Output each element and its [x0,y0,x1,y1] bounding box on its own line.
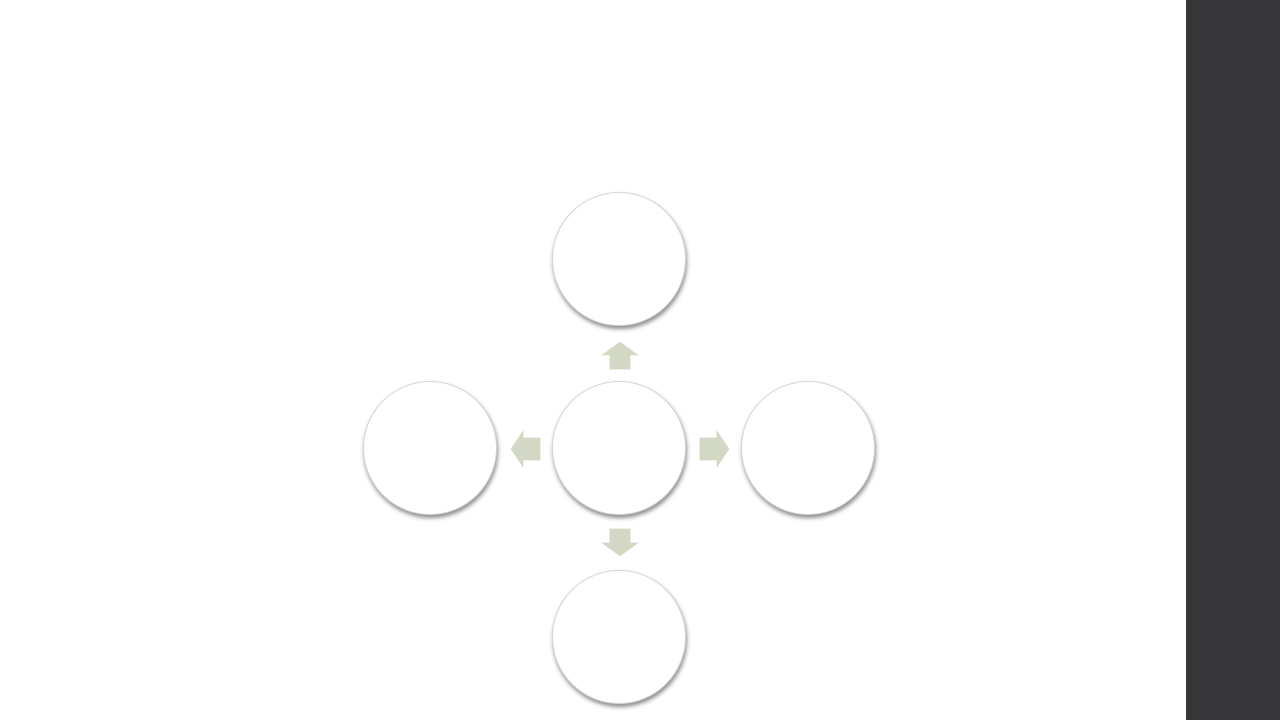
arrow-left-icon [509,426,542,472]
arrow-up-shape [597,340,643,371]
node-left[interactable] [363,381,497,515]
node-bottom[interactable] [552,570,686,704]
arrow-right-icon [698,426,731,472]
arrow-left-shape [509,426,542,472]
node-top[interactable] [552,192,686,326]
node-right[interactable] [741,381,875,515]
arrow-down-shape [597,527,643,558]
side-panel [1186,0,1280,720]
arrow-down-icon [597,527,643,558]
arrow-up-icon [597,340,643,371]
node-center[interactable] [552,381,686,515]
slide-canvas [363,192,875,704]
arrow-right-shape [698,426,731,472]
